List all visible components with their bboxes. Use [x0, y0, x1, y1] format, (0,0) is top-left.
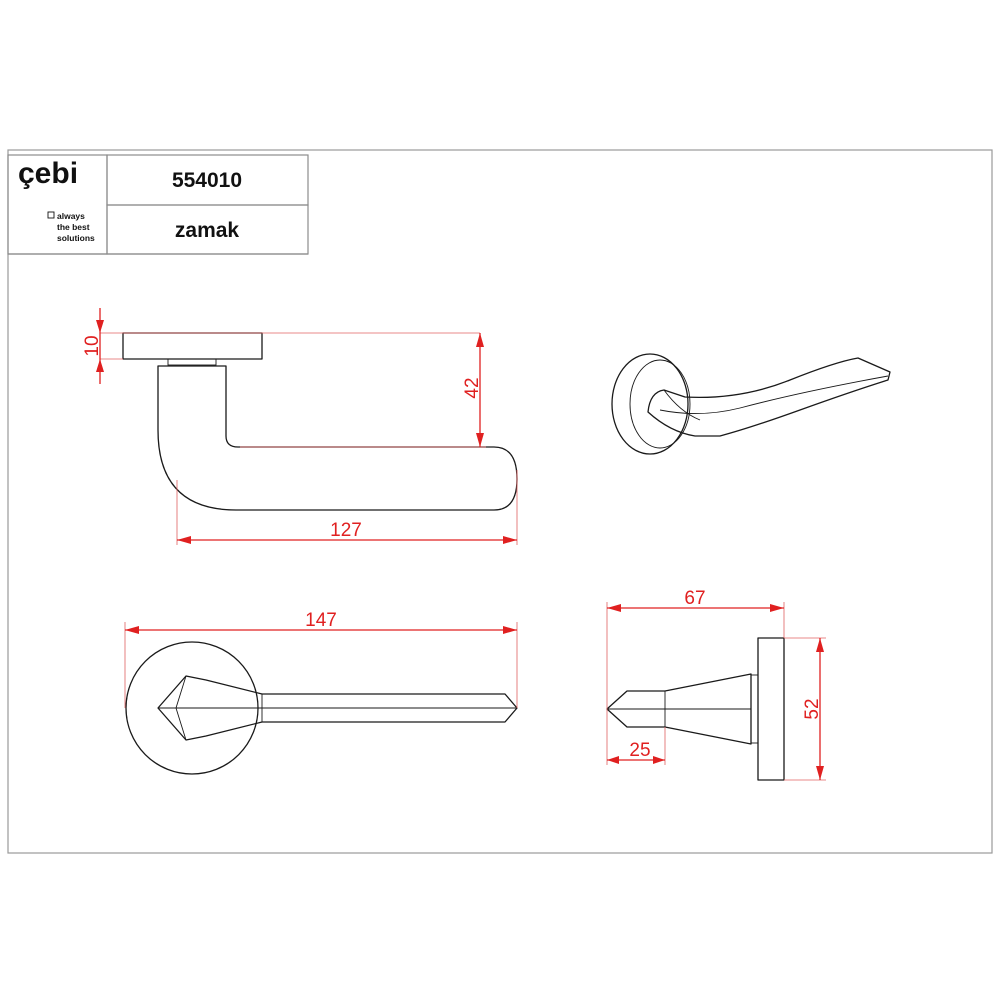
product-code: 554010 — [172, 169, 242, 192]
lever-perspective-edge — [663, 389, 701, 421]
dim-label-lever-height: 42 — [462, 377, 483, 398]
dim-arrow — [177, 536, 191, 544]
drawing-frame — [7, 149, 993, 854]
dim-arrow — [770, 604, 784, 612]
dim-arrow — [476, 333, 484, 347]
material-label: zamak — [175, 219, 240, 242]
dim-label-tip: 25 — [629, 740, 650, 761]
slogan-line-1: always — [57, 211, 85, 221]
dim-arrow — [816, 638, 824, 652]
dim-arrow — [816, 766, 824, 780]
rose-plate — [122, 332, 263, 360]
lever-perspective-ridge — [659, 375, 889, 414]
dim-arrow — [607, 756, 619, 764]
dim-label-projection: 127 — [330, 520, 362, 541]
dim-label-rose-diameter: 52 — [802, 698, 823, 719]
dim-arrow — [96, 359, 104, 372]
dim-arrow — [503, 536, 517, 544]
perspective-view — [611, 353, 891, 455]
rose-neck — [167, 358, 217, 366]
slogan-line-2: the best — [57, 222, 90, 232]
side-elevation-view: 10 42 127 — [82, 308, 518, 545]
rose-perspective — [611, 353, 689, 455]
rose-perspective-inner — [629, 359, 691, 449]
dim-arrow — [96, 320, 104, 333]
top-view: 67 25 52 — [606, 588, 826, 781]
lever-front-neck — [175, 675, 187, 741]
dim-arrow — [653, 756, 665, 764]
slogan-line-3: solutions — [57, 233, 95, 243]
front-view: 147 — [124, 610, 518, 775]
dim-arrow — [503, 626, 517, 634]
dim-label-rose-thickness: 10 — [82, 335, 103, 356]
lever-perspective — [647, 357, 891, 437]
dim-arrow — [476, 433, 484, 447]
rose-side-neck — [750, 674, 759, 744]
slogan-square-icon — [47, 211, 55, 219]
rose-side — [757, 637, 785, 781]
brand-logo: çebi — [18, 157, 78, 190]
dim-label-overall: 147 — [305, 610, 337, 631]
dim-arrow — [607, 604, 621, 612]
dim-label-side-depth: 67 — [684, 588, 705, 609]
title-block: çebi always the best solutions 554010 za… — [7, 154, 309, 255]
dim-arrow — [125, 626, 139, 634]
